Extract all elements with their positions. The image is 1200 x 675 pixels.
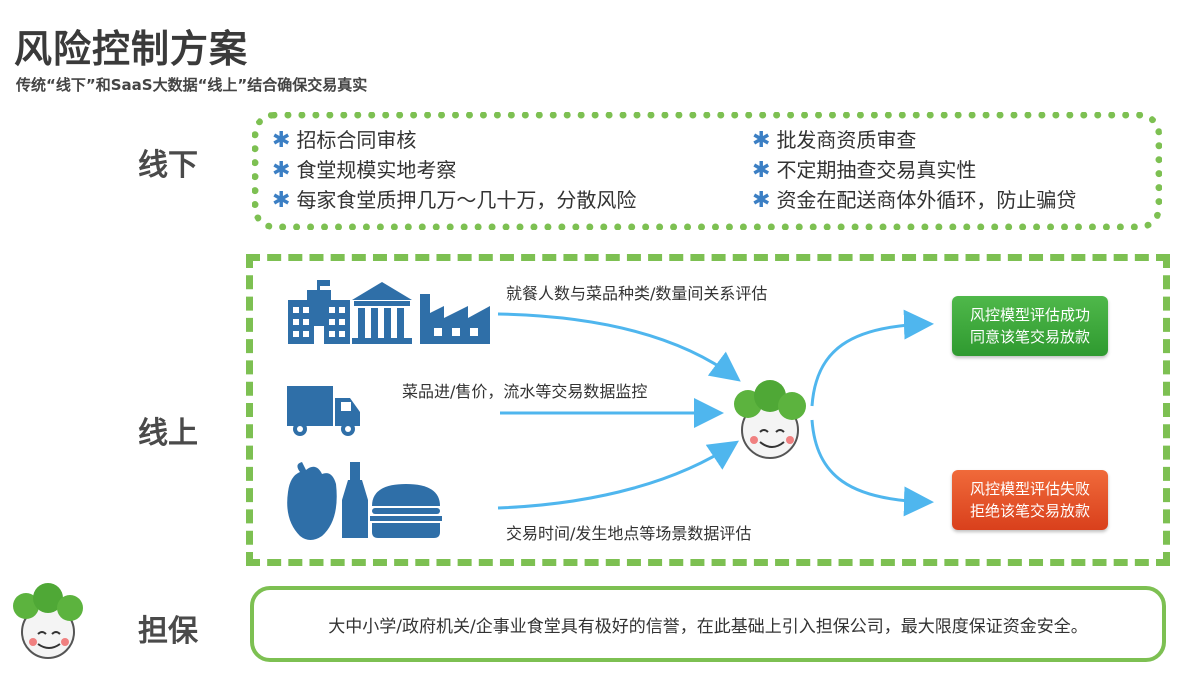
- guarantee-box: 大中小学/政府机关/企事业食堂具有极好的信誉，在此基础上引入担保公司，最大限度保…: [250, 586, 1166, 662]
- guarantee-label: 担保: [138, 614, 198, 649]
- factory-icon: [420, 294, 490, 344]
- pepper-icon: [287, 462, 337, 540]
- result-fail-badge: 风控模型评估失败 拒绝该笔交易放款: [952, 470, 1108, 530]
- result-arrow: [810, 419, 934, 517]
- asterisk-icon: ✱: [752, 158, 771, 183]
- online-label: 线上: [138, 416, 198, 451]
- school-icon: [288, 280, 350, 344]
- mascot-icon: [734, 380, 806, 459]
- guarantee-text: 大中小学/政府机关/企事业食堂具有极好的信誉，在此基础上引入担保公司，最大限度保…: [328, 616, 1088, 637]
- asterisk-icon: ✱: [272, 188, 291, 213]
- page-subtitle: 传统“线下”和SaaS大数据“线上”结合确保交易真实: [16, 76, 368, 94]
- truck-icon: [287, 386, 360, 436]
- asterisk-icon: ✱: [272, 158, 291, 183]
- flow-label-transactions: 菜品进/售价，流水等交易数据监控: [402, 382, 648, 401]
- page-title: 风险控制方案: [14, 27, 249, 71]
- online-box: [246, 254, 1170, 566]
- asterisk-icon: ✱: [752, 188, 771, 213]
- flow-arrow: [497, 440, 739, 510]
- offline-item: ✱批发商资质审查: [752, 128, 917, 153]
- asterisk-icon: ✱: [752, 128, 771, 153]
- mascot-icon: [13, 583, 83, 659]
- offline-item: ✱招标合同审核: [272, 128, 417, 153]
- offline-box: [252, 112, 1162, 230]
- bottle-icon: [342, 462, 368, 538]
- result-success-badge: 风控模型评估成功 同意该笔交易放款: [952, 296, 1108, 356]
- offline-item: ✱每家食堂质押几万～几十万，分散风险: [272, 188, 637, 213]
- flow-label-scene: 交易时间/发生地点等场景数据评估: [506, 524, 752, 543]
- asterisk-icon: ✱: [272, 128, 291, 153]
- offline-item: ✱食堂规模实地考察: [272, 158, 457, 183]
- offline-label: 线下: [138, 148, 198, 183]
- flow-arrow: [497, 312, 741, 382]
- burger-icon: [370, 484, 442, 538]
- result-arrow: [810, 309, 934, 407]
- bank-icon: [352, 282, 412, 344]
- flow-label-diners: 就餐人数与菜品种类/数量间关系评估: [506, 284, 768, 303]
- offline-item: ✱资金在配送商体外循环，防止骗贷: [752, 188, 1077, 213]
- offline-item: ✱不定期抽查交易真实性: [752, 158, 977, 183]
